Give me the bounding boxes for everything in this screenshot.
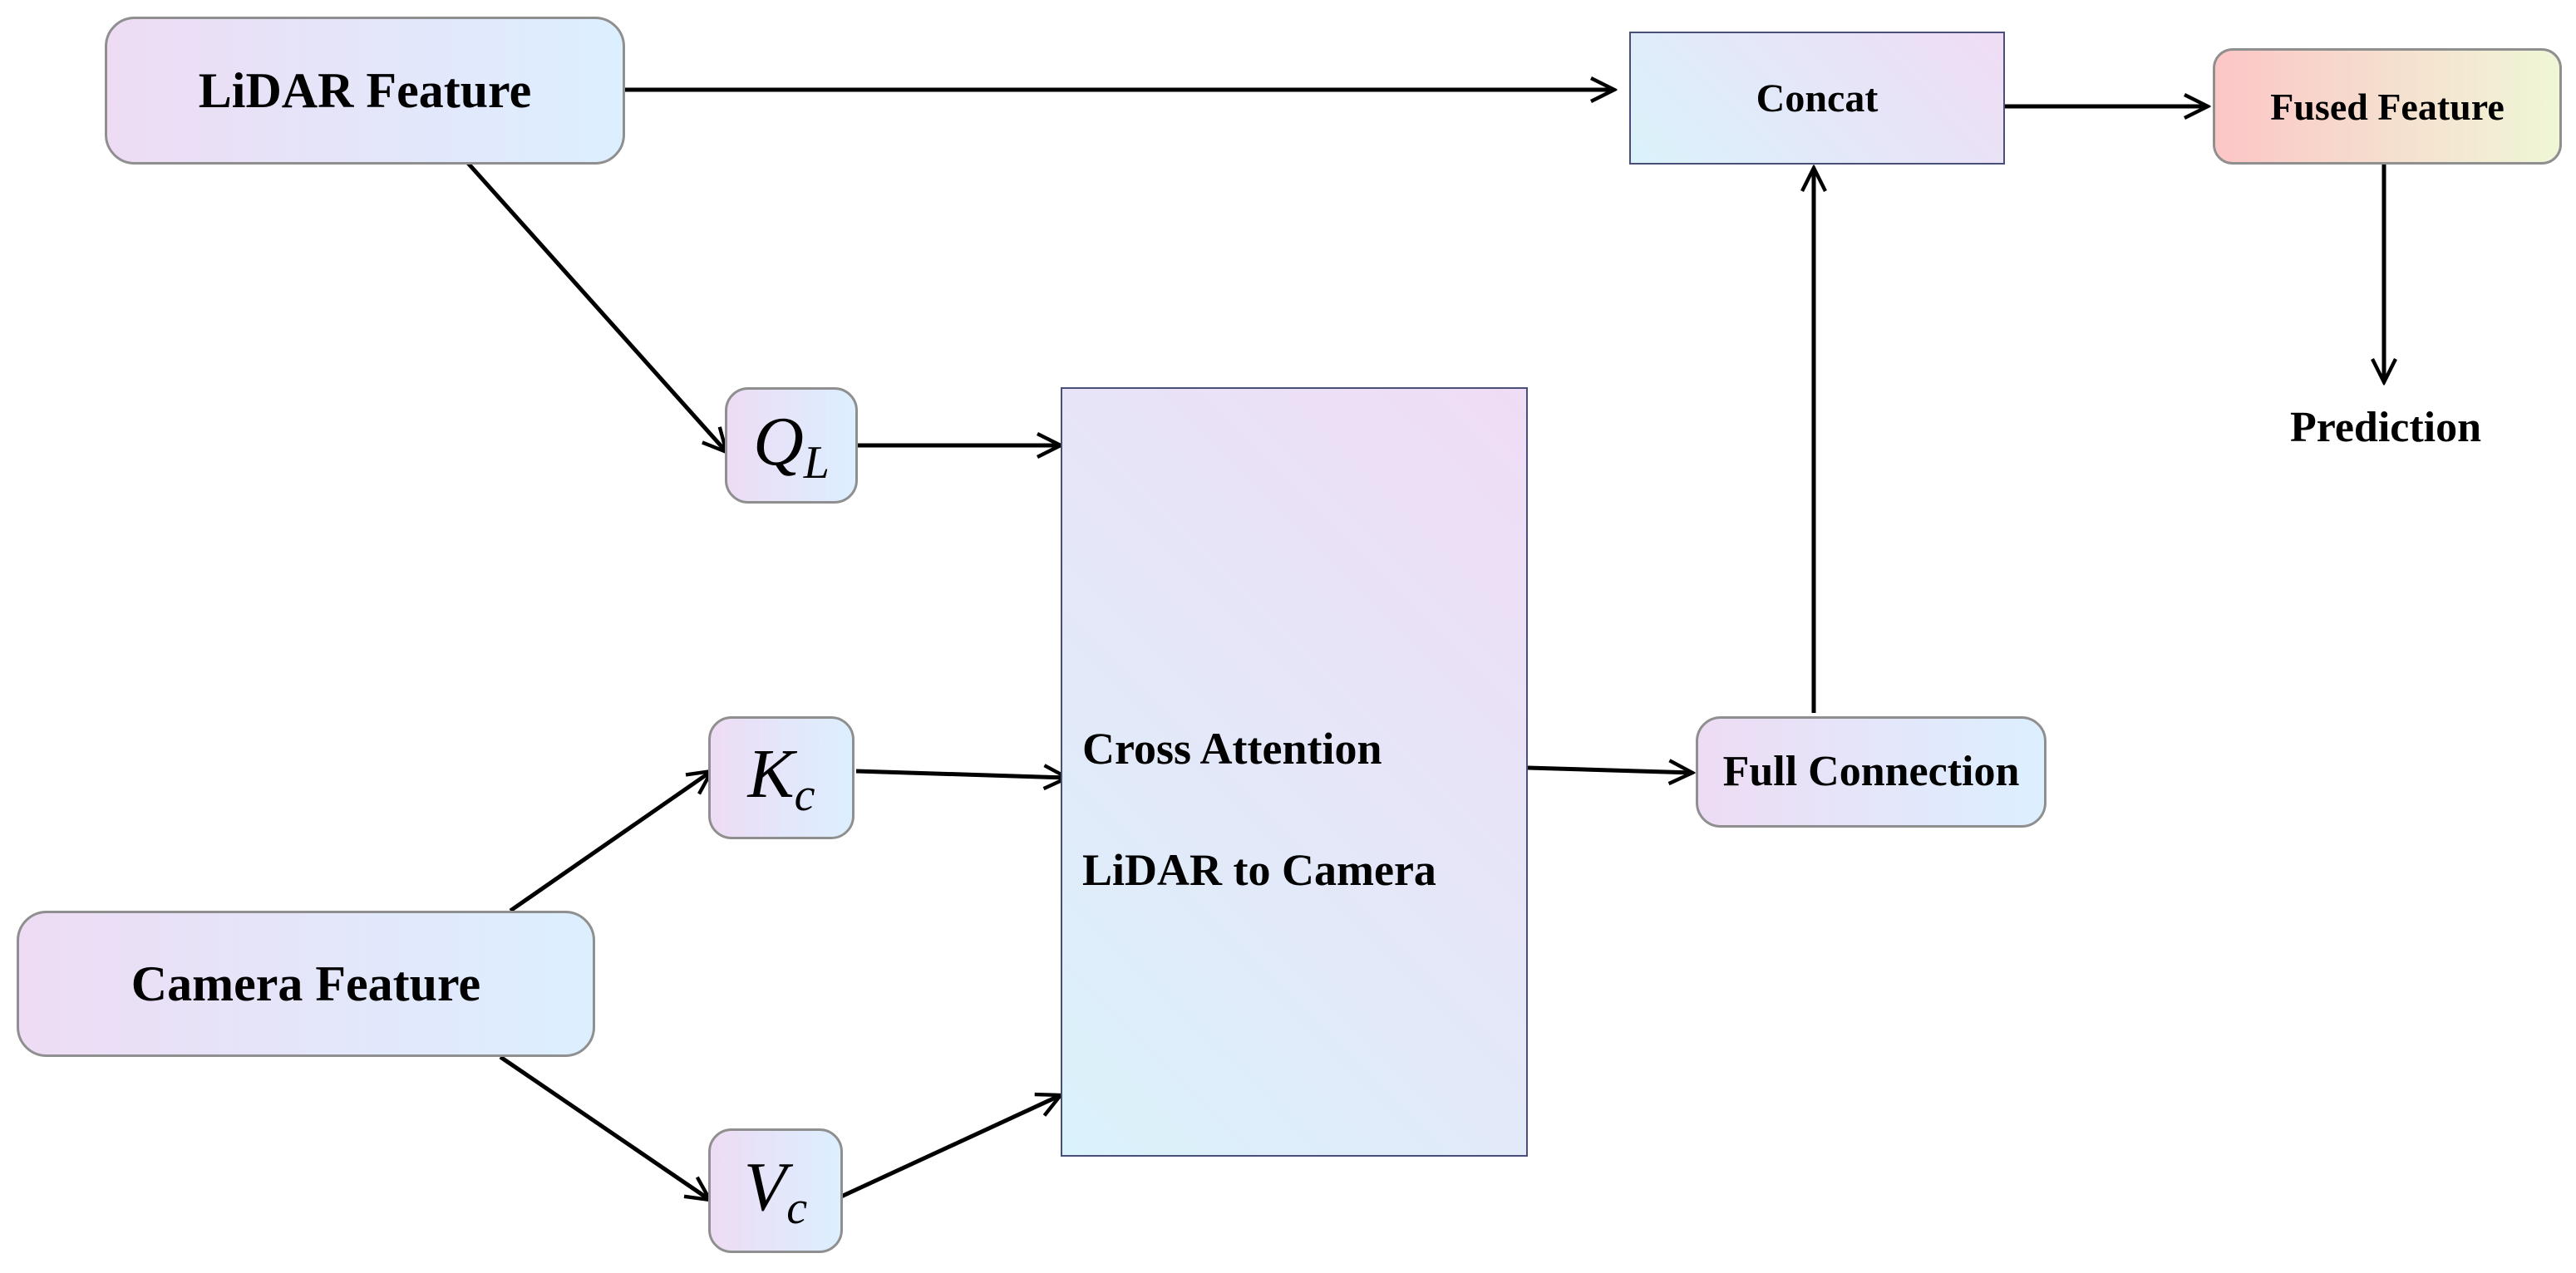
arrow-cross-attention-to-full-connection — [1527, 768, 1692, 773]
concat-label: Concat — [1756, 76, 1879, 120]
k-subscript: c — [794, 769, 815, 821]
arrow-v-to-cross-attention — [840, 1095, 1061, 1199]
lidar-feature-label: LiDAR Feature — [198, 62, 532, 118]
full-connection-line2: Connection — [1808, 748, 2020, 795]
q-node: QL — [725, 387, 858, 504]
camera-feature-label: Camera Feature — [131, 956, 481, 1011]
arrow-camera-to-k — [509, 771, 712, 913]
prediction-label-box: Prediction — [2244, 394, 2527, 460]
full-connection-node: Full Connection — [1696, 716, 2047, 828]
cross-attention-block: Cross Attention LiDAR to Camera — [1061, 387, 1528, 1157]
camera-feature-node: Camera Feature — [17, 911, 595, 1057]
full-connection-line1: Full — [1722, 748, 1798, 795]
k-symbol: Kc — [747, 735, 815, 821]
v-subscript: c — [786, 1182, 808, 1234]
q-subscript: L — [803, 437, 830, 489]
cross-attention-title: Cross Attention — [1082, 724, 1382, 774]
cross-attention-subtitle: LiDAR to Camera — [1082, 845, 1436, 895]
cross-attention-text: Cross Attention LiDAR to Camera — [1082, 688, 1436, 931]
concat-node: Concat — [1629, 32, 2005, 165]
fused-feature-label: Fused Feature — [2270, 85, 2505, 128]
k-node: Kc — [708, 716, 855, 839]
q-symbol: QL — [753, 403, 830, 489]
v-symbol: Vc — [743, 1148, 808, 1234]
arrow-lidar-to-q — [457, 151, 727, 452]
prediction-label: Prediction — [2289, 403, 2482, 451]
arrow-camera-to-v — [499, 1054, 710, 1200]
fused-feature-node: Fused Feature — [2213, 48, 2562, 165]
v-node: Vc — [708, 1128, 843, 1253]
lidar-feature-node: LiDAR Feature — [105, 17, 625, 165]
full-connection-text: Full Connection — [1723, 741, 2020, 803]
arrow-k-to-cross-attention — [855, 771, 1067, 778]
